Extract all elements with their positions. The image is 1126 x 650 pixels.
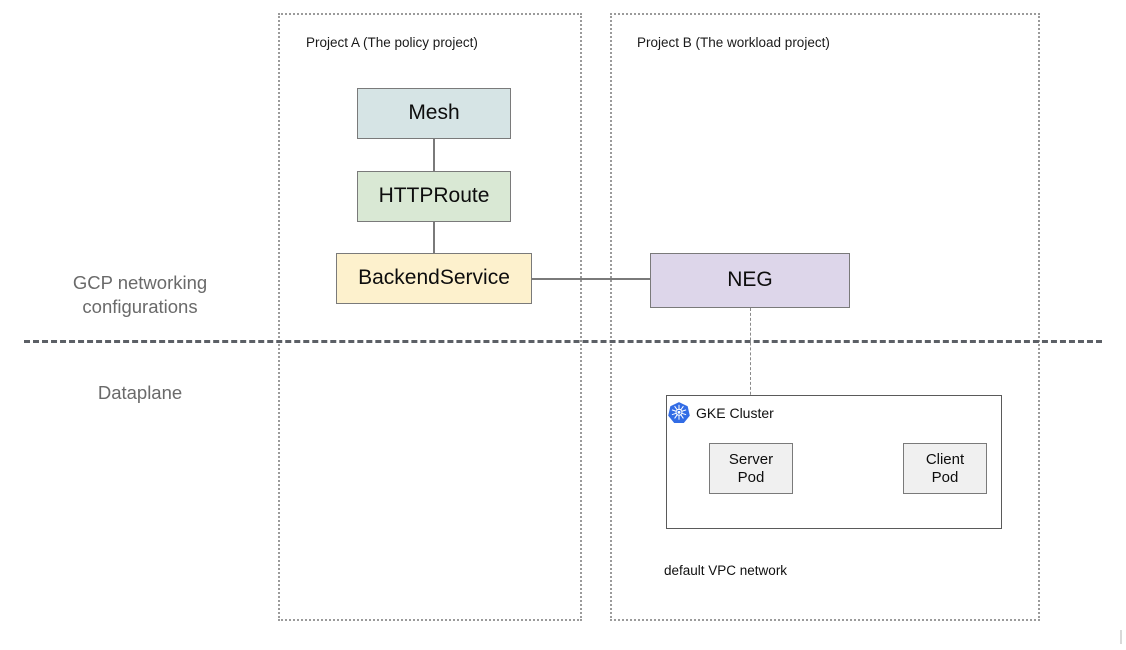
edge-backend-neg — [531, 278, 651, 280]
node-server-pod-label: Server Pod — [728, 450, 774, 486]
layer-label-dataplane: Dataplane — [97, 382, 183, 403]
node-neg[interactable]: NEG — [650, 253, 850, 308]
node-httproute[interactable]: HTTPRoute — [357, 171, 511, 222]
node-client-pod[interactable]: Client Pod — [903, 443, 987, 494]
zone-project-b — [610, 13, 1040, 621]
kubernetes-icon — [668, 401, 690, 423]
node-client-pod-label: Client Pod — [925, 450, 965, 486]
node-backendservice[interactable]: BackendService — [336, 253, 532, 304]
node-mesh[interactable]: Mesh — [357, 88, 511, 139]
node-neg-label: NEG — [727, 268, 773, 292]
canvas-edge-artifact — [1120, 630, 1122, 644]
node-mesh-label: Mesh — [408, 101, 460, 125]
zone-project-b-label: Project B (The workload project) — [637, 35, 830, 50]
edge-httproute-backend — [433, 221, 435, 254]
layer-separator — [24, 340, 1102, 343]
edge-neg-serverpod — [750, 308, 751, 444]
node-server-pod[interactable]: Server Pod — [709, 443, 793, 494]
zone-project-a-label: Project A (The policy project) — [306, 35, 478, 50]
gke-cluster-title: GKE Cluster — [696, 405, 774, 421]
vpc-network-label: default VPC network — [664, 563, 788, 578]
zone-project-a — [278, 13, 582, 621]
edge-mesh-httproute — [433, 138, 435, 174]
node-backendservice-label: BackendService — [358, 266, 510, 290]
node-httproute-label: HTTPRoute — [378, 184, 490, 208]
layer-label-networking: GCP networking configurations — [72, 272, 208, 318]
